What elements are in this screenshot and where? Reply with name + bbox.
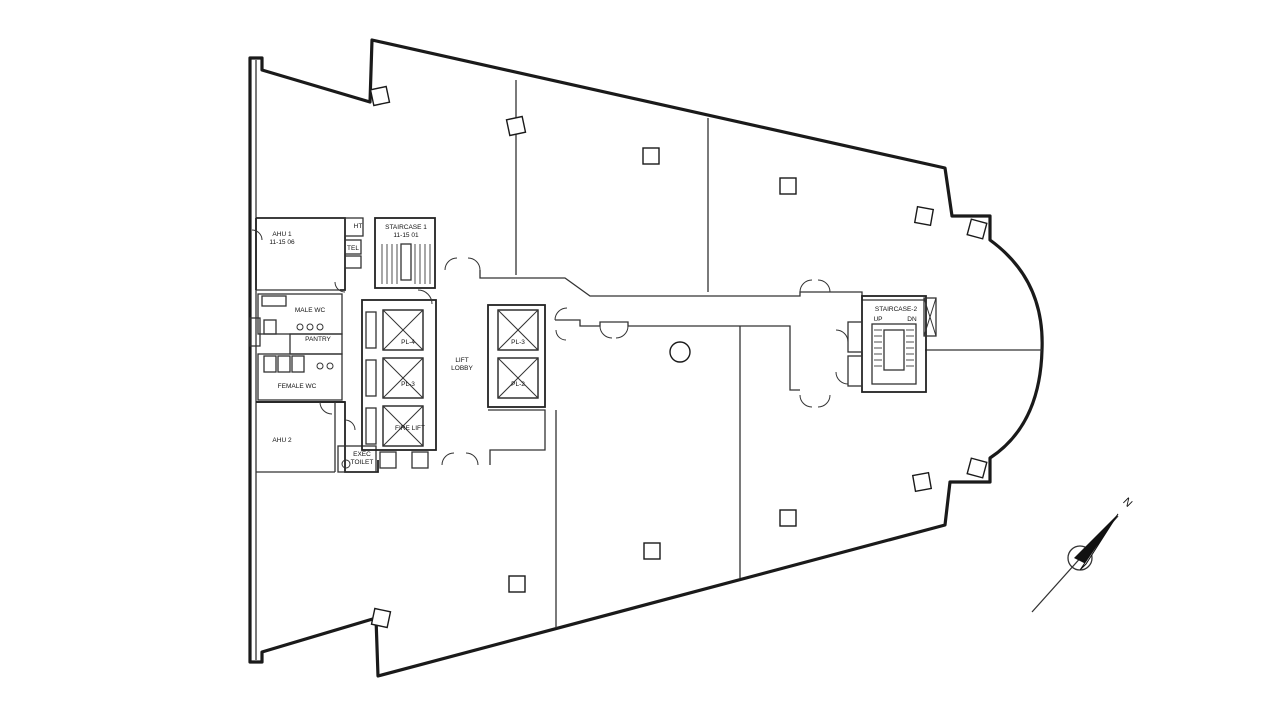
tel-label: TEL [347, 245, 359, 252]
staircase1-label: STAIRCASE 1 [385, 224, 427, 231]
lift-east-bottom-label: PL-2 [511, 381, 525, 388]
door-swing [817, 279, 831, 293]
door-swing [444, 257, 458, 271]
male-wc-label: MALE WC [295, 307, 326, 314]
column [911, 471, 933, 493]
north-arrow: N [1031, 496, 1134, 613]
lift-core-east: PL-3 PL-2 [487, 304, 629, 408]
lift-car-pl3 [382, 357, 424, 399]
lift-shaft-bank [361, 299, 437, 451]
ht-room [344, 217, 364, 237]
column [508, 575, 526, 593]
lift-pl3-label: PL-3 [401, 381, 415, 388]
column [779, 177, 797, 195]
east-riser [847, 321, 863, 353]
door-swing [799, 394, 813, 408]
lift-car-fire [382, 405, 424, 447]
staircase2-label: STAIRCASE-2 [875, 306, 918, 313]
door-swing [835, 371, 849, 385]
lift-lobby-label-1: LIFT [455, 357, 468, 364]
staircase2-treads [871, 323, 917, 385]
lift-car-pl4 [382, 309, 424, 351]
exterior-wall [248, 38, 1044, 678]
north-arrow-head-half [1079, 513, 1119, 571]
door-swing [467, 257, 481, 271]
door-swing [344, 419, 356, 431]
staircase1-treads [381, 243, 431, 284]
door-swing [615, 325, 629, 339]
column [966, 457, 988, 479]
door-swing [835, 329, 849, 343]
female-wc-fixtures [263, 355, 334, 373]
ahu1-label: AHU 1 [272, 231, 292, 238]
lift-lobby-label-2: LOBBY [451, 365, 473, 372]
door-swing [319, 401, 333, 415]
column [966, 218, 988, 240]
door-swing [251, 229, 263, 241]
corridor-outline-south [555, 319, 800, 391]
exec-toilet-room [337, 445, 377, 473]
door-swing [599, 325, 613, 339]
column [779, 509, 797, 527]
male-wc-room [257, 293, 343, 335]
column [642, 147, 660, 165]
staircase1-code: 11-15 01 [393, 232, 419, 239]
male-wc-fixtures [249, 295, 324, 347]
lift-lobby-edge [488, 409, 546, 465]
ht-label: HT [354, 223, 363, 230]
door-swing [465, 452, 479, 466]
door-swing [441, 452, 455, 466]
door-swing [799, 279, 813, 293]
corridor-outline [479, 270, 925, 301]
exec-toilet-basin [341, 459, 351, 469]
tel-room [344, 239, 362, 255]
east-service-room [923, 297, 937, 337]
exec-toilet-label-1: EXEC [353, 451, 371, 458]
staircase2-up: UP [873, 316, 882, 323]
lift-car-east-bottom [497, 357, 539, 399]
structural-columns [369, 85, 988, 629]
lift-shaft-bank-east [487, 304, 546, 408]
door-swing [417, 289, 433, 305]
column [505, 115, 527, 137]
east-riser-2 [847, 355, 863, 387]
female-wc-label: FEMALE WC [278, 383, 317, 390]
building-envelope [248, 38, 1044, 678]
female-wc-room [257, 353, 343, 401]
north-arrow-head [1074, 514, 1118, 564]
door-swing [334, 281, 346, 293]
door-swing [817, 394, 831, 408]
door-swing [555, 329, 567, 341]
column [913, 205, 935, 227]
column [370, 607, 392, 629]
north-label: N [1120, 496, 1134, 510]
pantry-label: PANTRY [305, 336, 331, 343]
east-core: STAIRCASE-2 UP DN [799, 279, 937, 408]
column [643, 542, 661, 560]
round-column [669, 341, 691, 363]
office-partitions [479, 80, 1042, 628]
staircase1-room [374, 217, 436, 289]
lift-core-west: PL-4 PL-3 FIRE LIFT [361, 299, 437, 469]
staircase2-dn: DN [907, 316, 917, 323]
west-core: AHU 1 11-15 06 HT TEL STAIRCASE 1 11-15 … [249, 217, 436, 473]
fire-lift-label: FIRE LIFT [395, 425, 425, 432]
riser-room [344, 255, 362, 269]
door-swing [554, 307, 568, 321]
lift-east-top-label: PL-3 [511, 339, 525, 346]
lift-car-east-top [497, 309, 539, 351]
ahu1-code: 11-15 06 [269, 239, 295, 246]
exec-toilet-label-2: TOILET [351, 459, 374, 466]
lift-pl4-label: PL-4 [401, 339, 415, 346]
column [369, 85, 391, 107]
ahu2-label: AHU 2 [272, 437, 292, 444]
lift-lobby: LIFT LOBBY [417, 257, 481, 466]
